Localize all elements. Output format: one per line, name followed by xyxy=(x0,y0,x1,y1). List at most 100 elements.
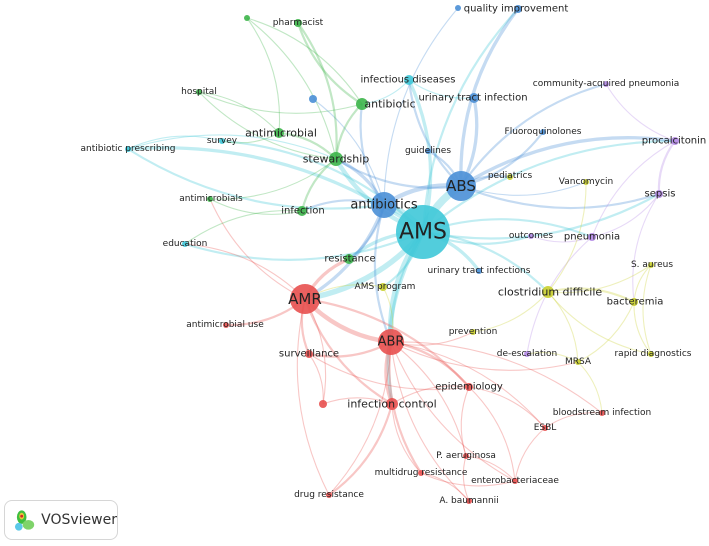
node-community-acquired-pneumonia[interactable] xyxy=(603,81,609,87)
node-label[interactable]: P. aeruginosa xyxy=(436,451,496,461)
node-de-escalation[interactable] xyxy=(524,351,530,357)
node-bloodstream-infection[interactable] xyxy=(599,410,605,416)
node-label[interactable]: surveillance xyxy=(279,349,339,360)
node-label[interactable]: pharmacist xyxy=(273,18,324,28)
node-esbl[interactable] xyxy=(542,425,548,431)
node-label[interactable]: rapid diagnostics xyxy=(614,349,691,359)
node-p.-aeruginosa[interactable] xyxy=(463,453,469,459)
node-s.-aureus[interactable] xyxy=(648,262,654,268)
node-pediatrics[interactable] xyxy=(507,174,513,180)
node-quality-improvement[interactable] xyxy=(514,5,522,13)
node-pharmacist[interactable] xyxy=(294,19,302,27)
node-antimicrobials[interactable] xyxy=(207,196,213,202)
node-education[interactable] xyxy=(182,241,188,247)
node-label[interactable]: A. baumannii xyxy=(439,496,498,506)
node-label[interactable]: Vancomycin xyxy=(559,177,613,187)
node-label[interactable]: antimicrobial xyxy=(245,127,317,140)
node-label[interactable]: guidelines xyxy=(405,146,451,156)
node-label[interactable]: pneumonia xyxy=(564,232,620,243)
vosviewer-logo-badge[interactable]: VOSviewer xyxy=(4,500,118,540)
node-urinary-tract-infections[interactable] xyxy=(476,268,482,274)
node-label[interactable]: clostridium difficile xyxy=(498,286,603,299)
node-label[interactable]: survey xyxy=(207,136,238,146)
node-label[interactable]: epidemiology xyxy=(435,382,503,393)
node-drug-resistance[interactable] xyxy=(326,492,332,498)
node-label[interactable]: AMS program xyxy=(355,282,416,292)
node-label[interactable]: bacteremia xyxy=(607,297,664,308)
node-ams-program[interactable] xyxy=(379,283,387,291)
node-antibiotics[interactable] xyxy=(371,192,397,218)
node-qi_dot[interactable] xyxy=(455,5,461,11)
node-multidrug-resistance[interactable] xyxy=(418,470,424,476)
node-label[interactable]: ESBL xyxy=(534,423,557,433)
node-epidemiology[interactable] xyxy=(465,383,473,391)
node-label[interactable]: drug resistance xyxy=(294,490,364,500)
node-label[interactable]: antibiotic prescribing xyxy=(80,144,175,154)
node-label[interactable]: pediatrics xyxy=(488,171,533,181)
node-clostridium-difficile[interactable] xyxy=(542,286,554,298)
node-label[interactable]: education xyxy=(163,239,208,249)
node-guidelines[interactable] xyxy=(425,148,431,154)
node-infectious-diseases[interactable] xyxy=(404,75,414,85)
node-amr[interactable] xyxy=(290,284,320,314)
node-bacteremia[interactable] xyxy=(630,298,638,306)
node-hospital[interactable] xyxy=(196,89,202,95)
node-label[interactable]: antibiotic xyxy=(364,98,415,111)
node-label[interactable]: outcomes xyxy=(509,231,553,241)
node-outcomes[interactable] xyxy=(528,233,534,239)
node-label[interactable]: S. aureus xyxy=(631,260,673,270)
node-sepsis[interactable] xyxy=(655,190,663,198)
node-abs[interactable] xyxy=(446,171,476,201)
node-label[interactable]: procalcitonin xyxy=(642,136,707,147)
node-label[interactable]: bloodstream infection xyxy=(553,408,651,418)
node-label[interactable]: ABR xyxy=(378,335,405,350)
node-label[interactable]: ABS xyxy=(446,177,476,195)
node-label[interactable]: resistance xyxy=(324,254,375,265)
node-abr[interactable] xyxy=(378,329,404,355)
node-a.-baumannii[interactable] xyxy=(466,498,472,504)
node-procalcitonin[interactable] xyxy=(671,137,679,145)
node-label[interactable]: urinary tract infection xyxy=(418,93,527,104)
node-antibiotic[interactable] xyxy=(356,98,368,110)
node-urinary-tract-infection[interactable] xyxy=(469,93,479,103)
node-antibiotic-prescribing[interactable] xyxy=(125,146,131,152)
node-stewardship[interactable] xyxy=(329,152,343,166)
node-label[interactable]: Fluoroquinolones xyxy=(505,127,582,137)
node-rapid-diagnostics[interactable] xyxy=(648,351,654,357)
node-ams[interactable] xyxy=(396,205,450,259)
node-label[interactable]: de-escalation xyxy=(497,349,557,359)
node-resistance[interactable] xyxy=(344,254,354,264)
node-surveillance[interactable] xyxy=(305,350,313,358)
node-label[interactable]: antimicrobial use xyxy=(186,320,264,330)
node-label[interactable]: urinary tract infections xyxy=(428,266,531,276)
node-pharmacist_dot[interactable] xyxy=(244,15,250,21)
node-vancomycin[interactable] xyxy=(583,179,589,185)
node-infection[interactable] xyxy=(297,206,307,216)
node-label[interactable]: antimicrobials xyxy=(179,194,243,204)
node-label[interactable]: multidrug resistance xyxy=(375,468,468,478)
node-label[interactable]: stewardship xyxy=(303,153,370,166)
node-label[interactable]: community-acquired pneumonia xyxy=(533,79,680,89)
node-red_dot[interactable] xyxy=(319,400,327,408)
node-label[interactable]: antibiotics xyxy=(350,198,418,213)
node-label[interactable]: sepsis xyxy=(645,189,676,200)
node-label[interactable]: AMS xyxy=(399,220,447,245)
node-label[interactable]: quality improvement xyxy=(464,4,569,15)
node-prevention[interactable] xyxy=(470,329,476,335)
node-pneumonia[interactable] xyxy=(588,233,596,241)
node-label[interactable]: AMR xyxy=(288,290,322,308)
node-antimicrobial-use[interactable] xyxy=(223,322,229,328)
node-fluoroquinolones[interactable] xyxy=(540,129,546,135)
node-label[interactable]: infection control xyxy=(347,398,436,411)
node-blue_dot[interactable] xyxy=(309,95,317,103)
node-label[interactable]: infection xyxy=(281,206,324,217)
node-label[interactable]: MRSA xyxy=(565,357,592,367)
node-label[interactable]: infectious diseases xyxy=(360,75,455,86)
node-antimicrobial[interactable] xyxy=(274,128,284,138)
node-label[interactable]: enterobacteriaceae xyxy=(471,476,559,486)
node-label[interactable]: prevention xyxy=(449,327,498,337)
node-label[interactable]: hospital xyxy=(181,87,217,97)
node-mrsa[interactable] xyxy=(575,359,581,365)
node-enterobacteriaceae[interactable] xyxy=(512,478,518,484)
